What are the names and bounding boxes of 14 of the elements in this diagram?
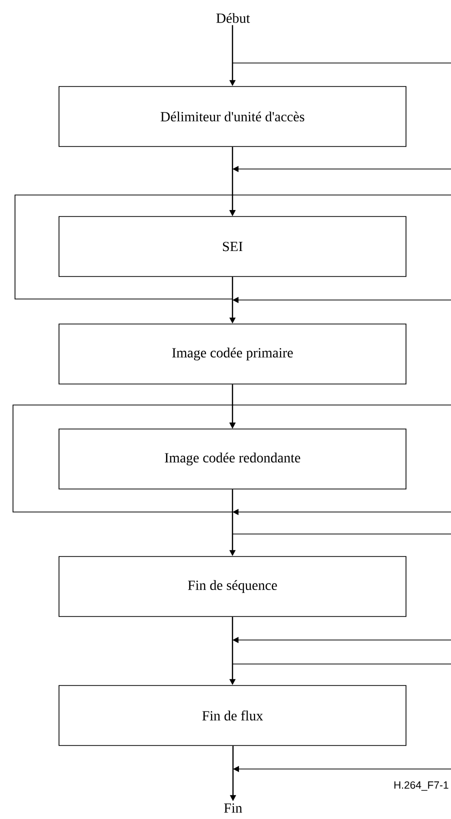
figure-number: H.264_F7-1	[394, 781, 448, 791]
start-label: Début	[216, 13, 250, 23]
loop-arrow	[12, 404, 236, 512]
branch-line	[232, 194, 451, 196]
process-box: Fin de flux	[58, 685, 406, 746]
end-label: Fin	[224, 803, 242, 813]
process-box: Image codée primaire	[58, 324, 406, 384]
process-box: Fin de séquence	[58, 556, 406, 617]
branch-line	[232, 404, 451, 406]
process-box: Délimiteur d'unité d'accès	[58, 86, 406, 147]
branch-line	[232, 62, 451, 64]
loop-arrow	[14, 194, 236, 300]
process-box: SEI	[58, 216, 406, 277]
process-box: Image codée redondante	[58, 428, 406, 490]
